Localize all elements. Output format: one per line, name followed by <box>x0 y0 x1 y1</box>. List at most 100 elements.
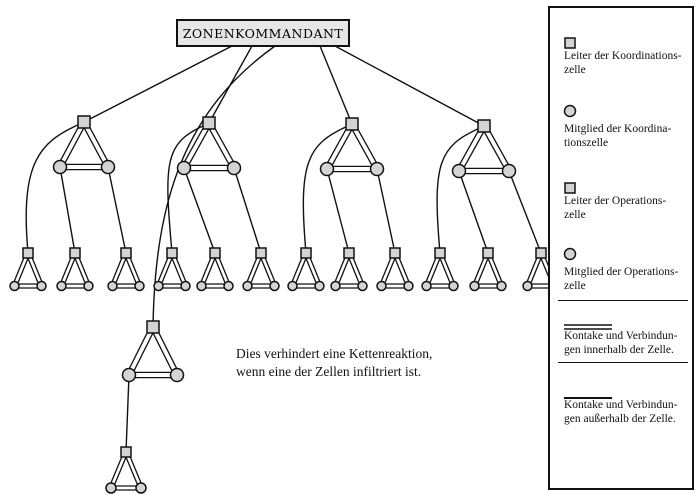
legend-text-line: zelle <box>564 209 586 221</box>
caption: Dies verhindert eine Kettenreaktion, wen… <box>236 345 451 381</box>
legend-divider <box>558 362 688 363</box>
internal-contact-line <box>258 253 274 288</box>
operations-member-node <box>169 367 185 383</box>
external-contact-line <box>233 167 262 254</box>
operations-member-node <box>105 482 117 494</box>
internal-contact-line <box>528 253 544 288</box>
internal-contact-line <box>62 253 78 288</box>
circle-node-icon <box>563 246 577 265</box>
legend-text-line: gen innerhalb der Zelle. <box>564 344 674 356</box>
internal-contact-line <box>81 122 107 169</box>
external-contact-line <box>326 168 350 254</box>
internal-contact-line <box>460 126 487 173</box>
external-contact-line <box>334 45 485 127</box>
coordination-member-node <box>226 160 242 176</box>
operations-member-node <box>330 280 341 292</box>
operations-leader-node <box>535 247 547 259</box>
coordination-leader-node <box>477 119 491 133</box>
legend-text-line: gen außerhalb der Zelle. <box>564 413 676 425</box>
internal-contact-line <box>159 253 175 288</box>
legend-divider <box>558 300 688 301</box>
legend-text-line: tionszelle <box>564 137 609 149</box>
coordination-member-node <box>501 163 517 179</box>
internal-contact-line <box>328 124 355 171</box>
internal-contact-line <box>150 327 176 377</box>
operations-leader-node <box>146 320 160 334</box>
operations-member-node <box>9 280 20 292</box>
internal-contact-line <box>303 253 319 288</box>
internal-contact-line <box>392 253 408 288</box>
internal-contact-line <box>349 124 376 171</box>
operations-leader-node <box>434 247 446 259</box>
single-line-icon <box>564 386 612 405</box>
coordination-member-node <box>52 159 68 175</box>
operations-leader-node <box>22 247 34 259</box>
operations-member-node <box>134 280 145 292</box>
internal-contact-line <box>185 123 212 170</box>
internal-contact-line <box>382 253 398 288</box>
internal-contact-line <box>123 253 139 288</box>
operations-member-node <box>496 280 507 292</box>
operations-leader-node <box>300 247 312 259</box>
cell-structure-diagram: ZONENKOMMANDANT <box>9 19 548 494</box>
coordination-member-node <box>369 161 385 177</box>
internal-contact-line <box>248 253 264 288</box>
coordination-member-node <box>451 163 467 179</box>
caption-line-2: wenn eine der Zellen infiltriert ist. <box>236 364 422 379</box>
internal-contact-line <box>336 253 352 288</box>
internal-contact-line <box>169 253 185 288</box>
internal-contact-line <box>72 253 88 288</box>
operations-member-node <box>522 280 533 292</box>
internal-contact-line <box>130 327 156 377</box>
operations-member-node <box>242 280 253 292</box>
operations-member-node <box>180 280 191 292</box>
operations-leader-node <box>482 247 494 259</box>
circle-node-icon <box>563 103 577 122</box>
operations-leader-node <box>69 247 81 259</box>
internal-contact-line <box>123 452 140 490</box>
legend-text-line: zelle <box>564 64 586 76</box>
operations-leader-node <box>389 247 401 259</box>
legend-text-line: Leiter der Operations- <box>564 195 667 207</box>
legend-text-line: Kontake und Verbindun- <box>564 330 678 342</box>
operations-member-node <box>56 280 67 292</box>
external-contact-line <box>25 123 81 254</box>
external-contact-line <box>152 45 276 328</box>
external-contact-line <box>83 45 233 123</box>
coordination-leader-node <box>202 116 216 130</box>
double-line-icon <box>564 316 612 335</box>
internal-contact-line <box>113 253 129 288</box>
internal-contact-line <box>25 253 41 288</box>
operations-leader-node <box>343 247 355 259</box>
external-contact-line <box>436 127 481 254</box>
zone-commander-label: ZONENKOMMANDANT <box>183 26 344 41</box>
zone-commander-box: ZONENKOMMANDANT <box>176 19 350 47</box>
internal-contact-line <box>481 126 508 173</box>
legend-text-line: Mitglied der Operations- <box>564 266 679 278</box>
caption-line-1: Dies verhindert eine Kettenreaktion, <box>236 346 433 361</box>
internal-contact-line <box>437 253 453 288</box>
operations-member-node <box>107 280 118 292</box>
external-contact-line <box>183 167 216 254</box>
operations-leader-node <box>209 247 221 259</box>
operations-member-node <box>153 280 164 292</box>
internal-contact-line <box>475 253 491 288</box>
operations-member-node <box>403 280 414 292</box>
operations-member-node <box>269 280 280 292</box>
operations-member-node <box>135 482 147 494</box>
external-contact-line <box>59 166 76 254</box>
operations-member-node <box>448 280 459 292</box>
legend-panel: Leiter der Koordinations- zelle Mitglied… <box>548 6 694 490</box>
internal-contact-line <box>538 253 548 278</box>
external-contact-line <box>167 124 206 254</box>
legend-text-line: zelle <box>564 280 586 292</box>
operations-member-node <box>314 280 325 292</box>
operations-member-node <box>83 280 94 292</box>
internal-contact-line <box>293 253 309 288</box>
internal-contact-line <box>112 452 129 490</box>
external-contact-line <box>376 168 396 254</box>
internal-contact-line <box>15 253 31 288</box>
coordination-member-node <box>100 159 116 175</box>
external-contact-line <box>458 170 489 254</box>
operations-member-node <box>287 280 298 292</box>
